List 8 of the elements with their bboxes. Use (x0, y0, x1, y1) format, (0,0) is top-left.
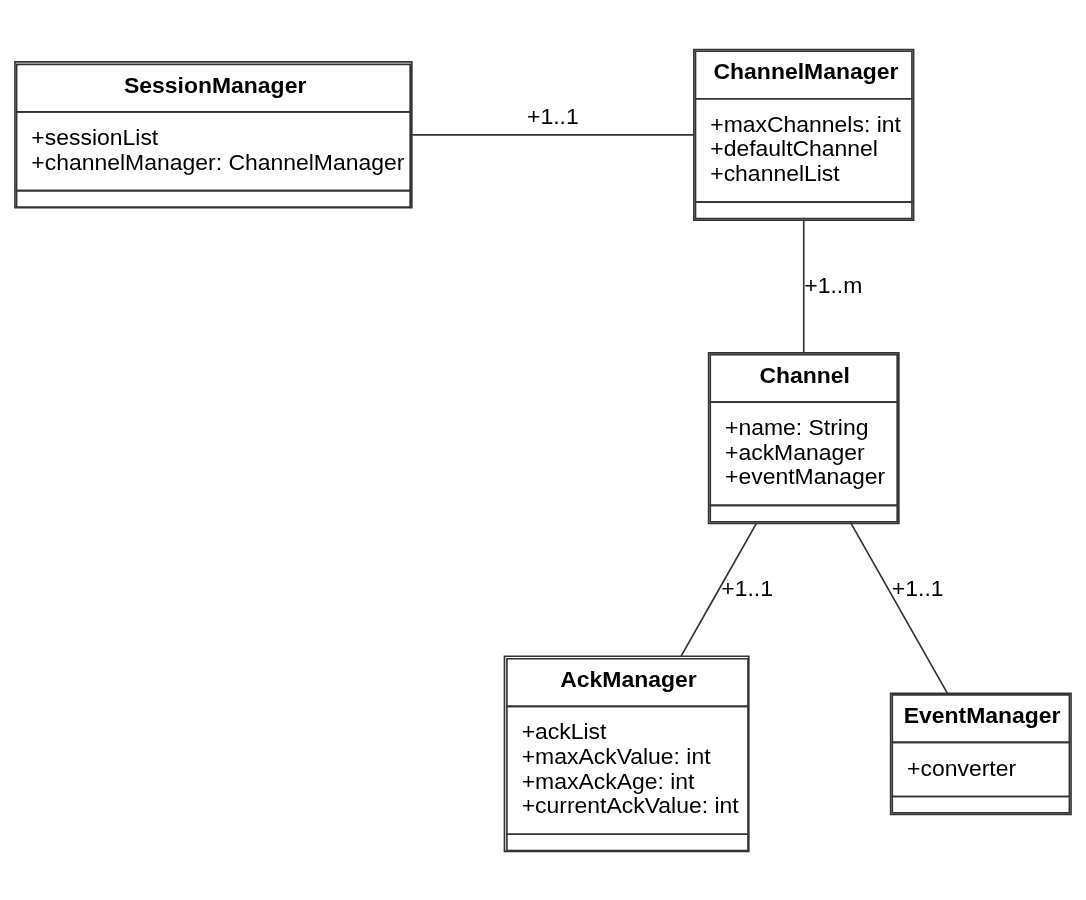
connector (411, 133, 695, 136)
edge-label: +1..1 (721, 574, 773, 601)
connector (802, 219, 805, 354)
edge-label: +1..1 (891, 574, 944, 601)
connector (680, 522, 758, 657)
edge-label: +1..m (804, 271, 863, 298)
connector (850, 522, 949, 694)
edge-label: +1..1 (527, 102, 579, 129)
